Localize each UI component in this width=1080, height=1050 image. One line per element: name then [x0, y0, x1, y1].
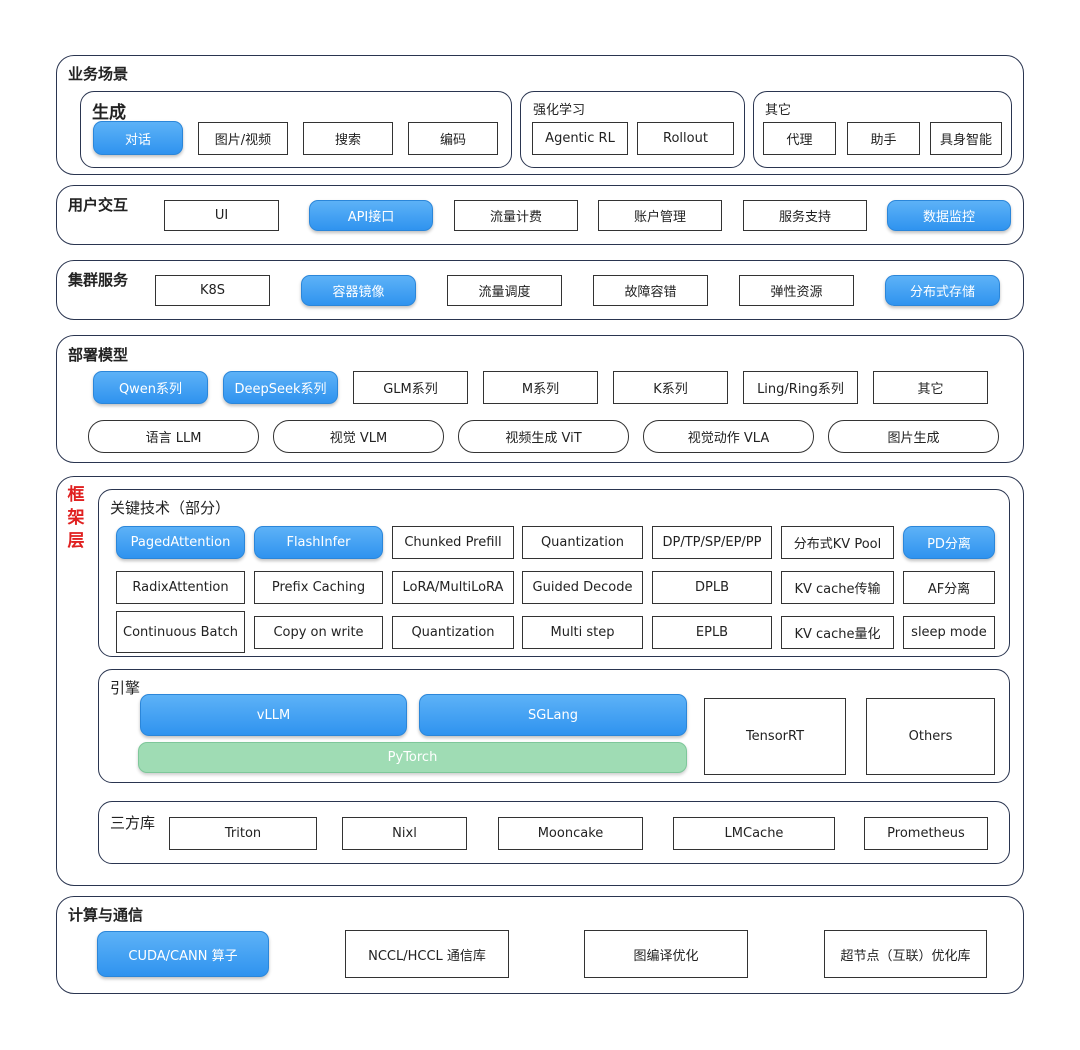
gen-item-chat: 对话 — [93, 121, 183, 155]
interaction-account: 账户管理 — [598, 200, 722, 231]
tech-dplb: DPLB — [652, 571, 772, 604]
rl-item-rollout: Rollout — [637, 122, 734, 155]
tech-multi-step: Multi step — [522, 616, 643, 649]
lib-triton: Triton — [169, 817, 317, 850]
type-vla: 视觉动作 VLA — [643, 420, 814, 453]
cluster-fault: 故障容错 — [593, 275, 708, 306]
tech-quantization-2: Quantization — [392, 616, 514, 649]
tech-kv-pool: 分布式KV Pool — [781, 526, 894, 559]
framework-title-char-3: 层 — [67, 531, 85, 551]
rl-item-agentic: Agentic RL — [532, 122, 628, 155]
compute-nccl-hccl: NCCL/HCCL 通信库 — [345, 930, 509, 978]
gen-title: 生成 — [92, 103, 126, 123]
rl-title: 强化学习 — [533, 103, 586, 118]
lib-prometheus: Prometheus — [864, 817, 988, 850]
model-m: M系列 — [483, 371, 598, 404]
engine-title: 引擎 — [110, 679, 141, 697]
cluster-elastic: 弹性资源 — [739, 275, 854, 306]
interaction-title: 用户交互 — [68, 196, 129, 214]
model-ling-ring: Ling/Ring系列 — [743, 371, 858, 404]
model-k: K系列 — [613, 371, 728, 404]
tech-title: 关键技术（部分） — [110, 499, 231, 517]
business-title: 业务场景 — [68, 65, 129, 83]
tech-flashinfer: FlashInfer — [254, 526, 383, 559]
deploy-title: 部署模型 — [68, 346, 129, 364]
interaction-ui: UI — [164, 200, 279, 231]
framework-title-char-1: 框 — [67, 485, 85, 505]
tech-guided-decode: Guided Decode — [522, 571, 643, 604]
tech-kv-quant: KV cache量化 — [781, 616, 894, 649]
type-llm: 语言 LLM — [88, 420, 259, 453]
type-vlm: 视觉 VLM — [273, 420, 444, 453]
model-deepseek: DeepSeek系列 — [223, 371, 338, 404]
interaction-api: API接口 — [309, 200, 433, 231]
tech-radixattention: RadixAttention — [116, 571, 245, 604]
gen-item-image-video: 图片/视频 — [198, 122, 288, 155]
cluster-k8s: K8S — [155, 275, 270, 306]
lib-nixl: Nixl — [342, 817, 467, 850]
framework-title-char-2: 架 — [67, 508, 85, 528]
compute-cuda-cann: CUDA/CANN 算子 — [97, 931, 269, 977]
other-item-agent: 代理 — [763, 122, 836, 155]
cluster-traffic: 流量调度 — [447, 275, 562, 306]
thirdparty-title: 三方库 — [110, 814, 156, 832]
cluster-image: 容器镜像 — [301, 275, 416, 306]
lib-lmcache: LMCache — [673, 817, 835, 850]
tech-kv-transfer: KV cache传输 — [781, 571, 894, 604]
type-vit: 视频生成 ViT — [458, 420, 629, 453]
compute-title: 计算与通信 — [68, 906, 144, 924]
tech-pd-split: PD分离 — [903, 526, 995, 559]
type-image-gen: 图片生成 — [828, 420, 999, 453]
tech-lora: LoRA/MultiLoRA — [392, 571, 514, 604]
engine-sglang: SGLang — [419, 694, 687, 736]
other-item-embodied: 具身智能 — [930, 122, 1002, 155]
interaction-monitor: 数据监控 — [887, 200, 1011, 231]
gen-item-coding: 编码 — [408, 122, 498, 155]
tech-parallelism: DP/TP/SP/EP/PP — [652, 526, 772, 559]
engine-tensorrt: TensorRT — [704, 698, 846, 775]
tech-quantization-1: Quantization — [522, 526, 643, 559]
tech-sleep-mode: sleep mode — [903, 616, 995, 649]
model-glm: GLM系列 — [353, 371, 468, 404]
other-item-assistant: 助手 — [847, 122, 920, 155]
tech-eplb: EPLB — [652, 616, 772, 649]
gen-item-search: 搜索 — [303, 122, 393, 155]
tech-continuous-batch: Continuous Batch — [116, 611, 245, 653]
tech-chunked-prefill: Chunked Prefill — [392, 526, 514, 559]
tech-prefix-caching: Prefix Caching — [254, 571, 383, 604]
lib-mooncake: Mooncake — [498, 817, 643, 850]
engine-others: Others — [866, 698, 995, 775]
interaction-support: 服务支持 — [743, 200, 867, 231]
tech-af-split: AF分离 — [903, 571, 995, 604]
other-title: 其它 — [765, 103, 792, 118]
model-other: 其它 — [873, 371, 988, 404]
cluster-title: 集群服务 — [68, 271, 129, 289]
cluster-storage: 分布式存储 — [885, 275, 1000, 306]
interaction-billing: 流量计费 — [454, 200, 578, 231]
model-qwen: Qwen系列 — [93, 371, 208, 404]
tech-copy-on-write: Copy on write — [254, 616, 383, 649]
engine-vllm: vLLM — [140, 694, 407, 736]
engine-pytorch: PyTorch — [138, 742, 687, 773]
compute-graph-compile: 图编译优化 — [584, 930, 748, 978]
compute-supernode: 超节点（互联）优化库 — [824, 930, 987, 978]
tech-pagedattention: PagedAttention — [116, 526, 245, 559]
